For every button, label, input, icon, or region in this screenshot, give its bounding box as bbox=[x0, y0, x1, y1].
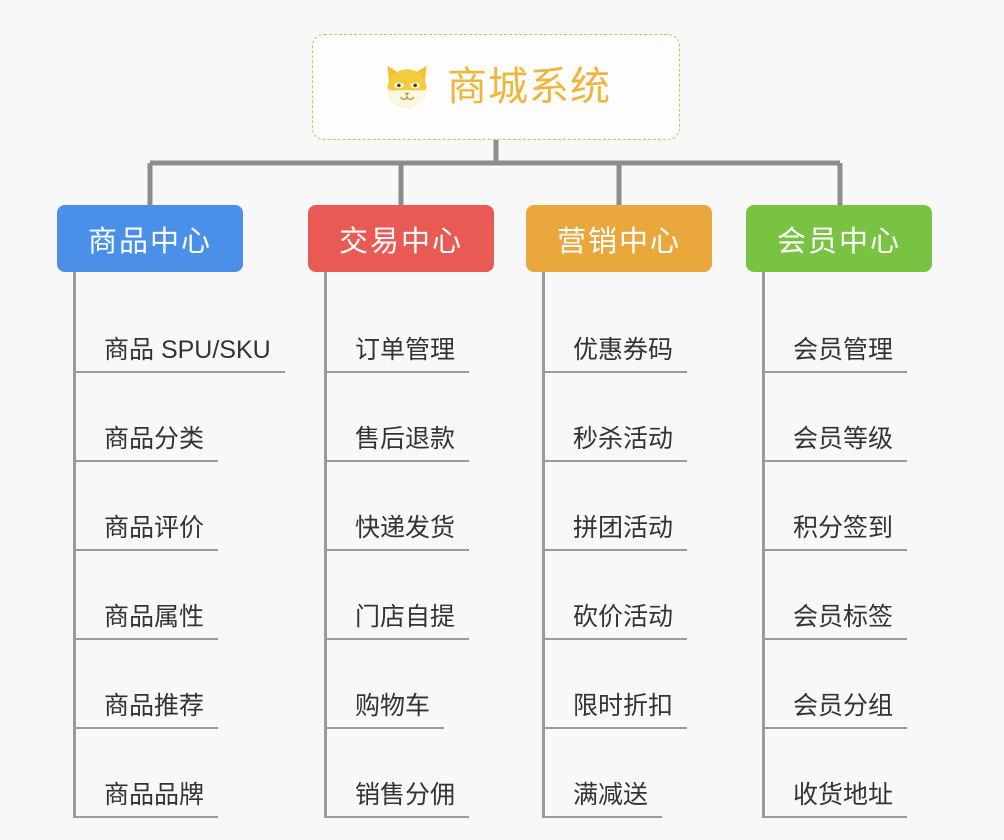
leaf-item[interactable]: 会员管理 bbox=[762, 284, 932, 373]
leaf-label: 商品品牌 bbox=[73, 781, 219, 818]
leaf-item[interactable]: 商品评价 bbox=[73, 462, 285, 551]
leaf-label: 购物车 bbox=[324, 692, 445, 729]
leaf-item[interactable]: 快递发货 bbox=[324, 462, 494, 551]
leaf-item[interactable]: 优惠券码 bbox=[542, 284, 712, 373]
leaf-label: 满减送 bbox=[542, 781, 663, 818]
leaf-label: 销售分佣 bbox=[324, 781, 470, 818]
leaf-label: 售后退款 bbox=[324, 425, 470, 462]
leaf-label: 会员等级 bbox=[762, 425, 908, 462]
leaf-item[interactable]: 门店自提 bbox=[324, 551, 494, 640]
leaf-list-2: 优惠券码 秒杀活动 拼团活动 砍价活动 限时折扣 满减送 bbox=[542, 272, 712, 818]
leaf-label: 积分签到 bbox=[762, 514, 908, 551]
leaf-list-0: 商品 SPU/SKU 商品分类 商品评价 商品属性 商品推荐 商品品牌 bbox=[73, 272, 285, 818]
leaf-label: 限时折扣 bbox=[542, 692, 688, 729]
branch-column-1: 交易中心 订单管理 售后退款 快递发货 门店自提 购物车 销售分佣 bbox=[308, 205, 494, 818]
root-node[interactable]: 商城系统 bbox=[312, 34, 680, 140]
leaf-item[interactable]: 会员等级 bbox=[762, 373, 932, 462]
leaf-label: 商品属性 bbox=[73, 603, 219, 640]
branch-header-3[interactable]: 会员中心 bbox=[746, 205, 932, 272]
leaf-item[interactable]: 商品分类 bbox=[73, 373, 285, 462]
leaf-item[interactable]: 收货地址 bbox=[762, 729, 932, 818]
leaf-label: 秒杀活动 bbox=[542, 425, 688, 462]
branch-header-1[interactable]: 交易中心 bbox=[308, 205, 494, 272]
leaf-label: 会员分组 bbox=[762, 692, 908, 729]
leaf-item[interactable]: 满减送 bbox=[542, 729, 712, 818]
leaf-label: 会员标签 bbox=[762, 603, 908, 640]
leaf-item[interactable]: 积分签到 bbox=[762, 462, 932, 551]
leaf-label: 收货地址 bbox=[762, 781, 908, 818]
leaf-item[interactable]: 秒杀活动 bbox=[542, 373, 712, 462]
leaf-label: 商品分类 bbox=[73, 425, 219, 462]
leaf-label: 商品推荐 bbox=[73, 692, 219, 729]
leaf-item[interactable]: 商品品牌 bbox=[73, 729, 285, 818]
leaf-item[interactable]: 砍价活动 bbox=[542, 551, 712, 640]
shiba-dog-face-icon bbox=[387, 65, 427, 109]
leaf-list-1: 订单管理 售后退款 快递发货 门店自提 购物车 销售分佣 bbox=[324, 272, 494, 818]
branch-header-2[interactable]: 营销中心 bbox=[526, 205, 712, 272]
leaf-item[interactable]: 售后退款 bbox=[324, 373, 494, 462]
branch-header-0[interactable]: 商品中心 bbox=[57, 205, 243, 272]
leaf-item[interactable]: 销售分佣 bbox=[324, 729, 494, 818]
leaf-label: 商品评价 bbox=[73, 514, 219, 551]
leaf-label: 拼团活动 bbox=[542, 514, 688, 551]
leaf-item[interactable]: 商品属性 bbox=[73, 551, 285, 640]
leaf-item[interactable]: 商品 SPU/SKU bbox=[73, 284, 285, 373]
leaf-item[interactable]: 拼团活动 bbox=[542, 462, 712, 551]
leaf-label: 订单管理 bbox=[324, 336, 470, 373]
leaf-item[interactable]: 商品推荐 bbox=[73, 640, 285, 729]
leaf-label: 优惠券码 bbox=[542, 336, 688, 373]
branch-column-2: 营销中心 优惠券码 秒杀活动 拼团活动 砍价活动 限时折扣 满减送 bbox=[526, 205, 712, 818]
leaf-item[interactable]: 购物车 bbox=[324, 640, 494, 729]
leaf-label: 会员管理 bbox=[762, 336, 908, 373]
leaf-item[interactable]: 订单管理 bbox=[324, 284, 494, 373]
branch-column-3: 会员中心 会员管理 会员等级 积分签到 会员标签 会员分组 收货地址 bbox=[746, 205, 932, 818]
leaf-list-3: 会员管理 会员等级 积分签到 会员标签 会员分组 收货地址 bbox=[762, 272, 932, 818]
leaf-item[interactable]: 会员分组 bbox=[762, 640, 932, 729]
leaf-label: 门店自提 bbox=[324, 603, 470, 640]
leaf-item[interactable]: 会员标签 bbox=[762, 551, 932, 640]
leaf-label: 砍价活动 bbox=[542, 603, 688, 640]
leaf-item[interactable]: 限时折扣 bbox=[542, 640, 712, 729]
leaf-label: 快递发货 bbox=[324, 514, 470, 551]
branch-column-0: 商品中心 商品 SPU/SKU 商品分类 商品评价 商品属性 商品推荐 商品品牌 bbox=[57, 205, 285, 818]
root-title: 商城系统 bbox=[447, 65, 611, 109]
leaf-label: 商品 SPU/SKU bbox=[73, 336, 285, 373]
